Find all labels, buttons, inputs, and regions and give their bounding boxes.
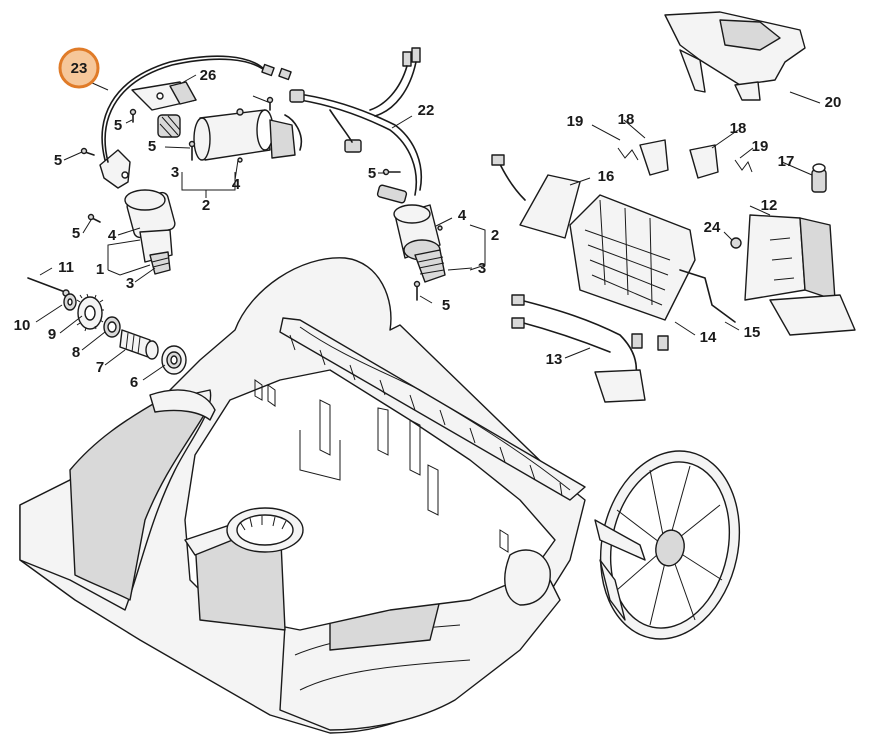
part-number-label-15[interactable]: 15 xyxy=(744,324,761,341)
highlighted-part-number[interactable]: 23 xyxy=(71,60,88,77)
part-number-label-5[interactable]: 5 xyxy=(148,138,156,155)
part-number-label-1[interactable]: 1 xyxy=(96,261,104,278)
part-number-label-11[interactable]: 11 xyxy=(58,259,74,276)
part-number-label-3[interactable]: 3 xyxy=(478,260,486,277)
upper-motor-assembly xyxy=(129,81,296,163)
part-number-label-19[interactable]: 19 xyxy=(752,138,769,155)
cover-part-20 xyxy=(664,11,806,101)
part-number-label-18[interactable]: 18 xyxy=(730,120,747,137)
part-number-label-4[interactable]: 4 xyxy=(458,207,467,224)
part-number-label-6[interactable]: 6 xyxy=(130,374,138,391)
part-number-label-10[interactable]: 10 xyxy=(14,317,31,334)
left-motor-assembly xyxy=(27,147,187,375)
part-number-label-2[interactable]: 2 xyxy=(491,227,499,244)
highlight-marker-23[interactable] xyxy=(58,47,100,89)
part-number-label-14[interactable]: 14 xyxy=(700,329,717,346)
electronics-assembly xyxy=(491,139,856,403)
part-number-label-8[interactable]: 8 xyxy=(72,344,80,361)
part-number-label-24[interactable]: 24 xyxy=(704,219,721,236)
wheel-assembly xyxy=(594,450,741,640)
part-number-label-13[interactable]: 13 xyxy=(546,351,563,368)
part-number-label-5[interactable]: 5 xyxy=(114,117,122,134)
part-number-label-9[interactable]: 9 xyxy=(48,326,56,343)
part-number-label-3[interactable]: 3 xyxy=(126,275,134,292)
part-number-label-12[interactable]: 12 xyxy=(761,197,778,214)
part-number-label-5[interactable]: 5 xyxy=(72,225,80,242)
part-number-label-20[interactable]: 20 xyxy=(825,94,842,111)
leader-lines xyxy=(35,74,821,381)
part-number-label-17[interactable]: 17 xyxy=(778,153,795,170)
part-number-label-16[interactable]: 16 xyxy=(598,168,615,185)
part-number-label-7[interactable]: 7 xyxy=(96,359,104,376)
wiring-harness xyxy=(101,47,422,204)
part-number-label-4[interactable]: 4 xyxy=(232,176,241,193)
right-motor-assembly xyxy=(382,168,446,301)
part-number-label-5[interactable]: 5 xyxy=(54,152,62,169)
part-number-label-5[interactable]: 5 xyxy=(442,297,450,314)
part-number-label-2[interactable]: 2 xyxy=(202,197,210,214)
mower-deck-housing xyxy=(19,257,586,734)
part-number-label-19[interactable]: 19 xyxy=(567,113,584,130)
part-number-label-18[interactable]: 18 xyxy=(618,111,635,128)
part-number-label-3[interactable]: 3 xyxy=(171,164,179,181)
part-number-label-5[interactable]: 5 xyxy=(368,165,376,182)
part-number-label-4[interactable]: 4 xyxy=(108,227,117,244)
part-number-label-22[interactable]: 22 xyxy=(418,102,435,119)
part-number-label-26[interactable]: 26 xyxy=(200,67,217,84)
